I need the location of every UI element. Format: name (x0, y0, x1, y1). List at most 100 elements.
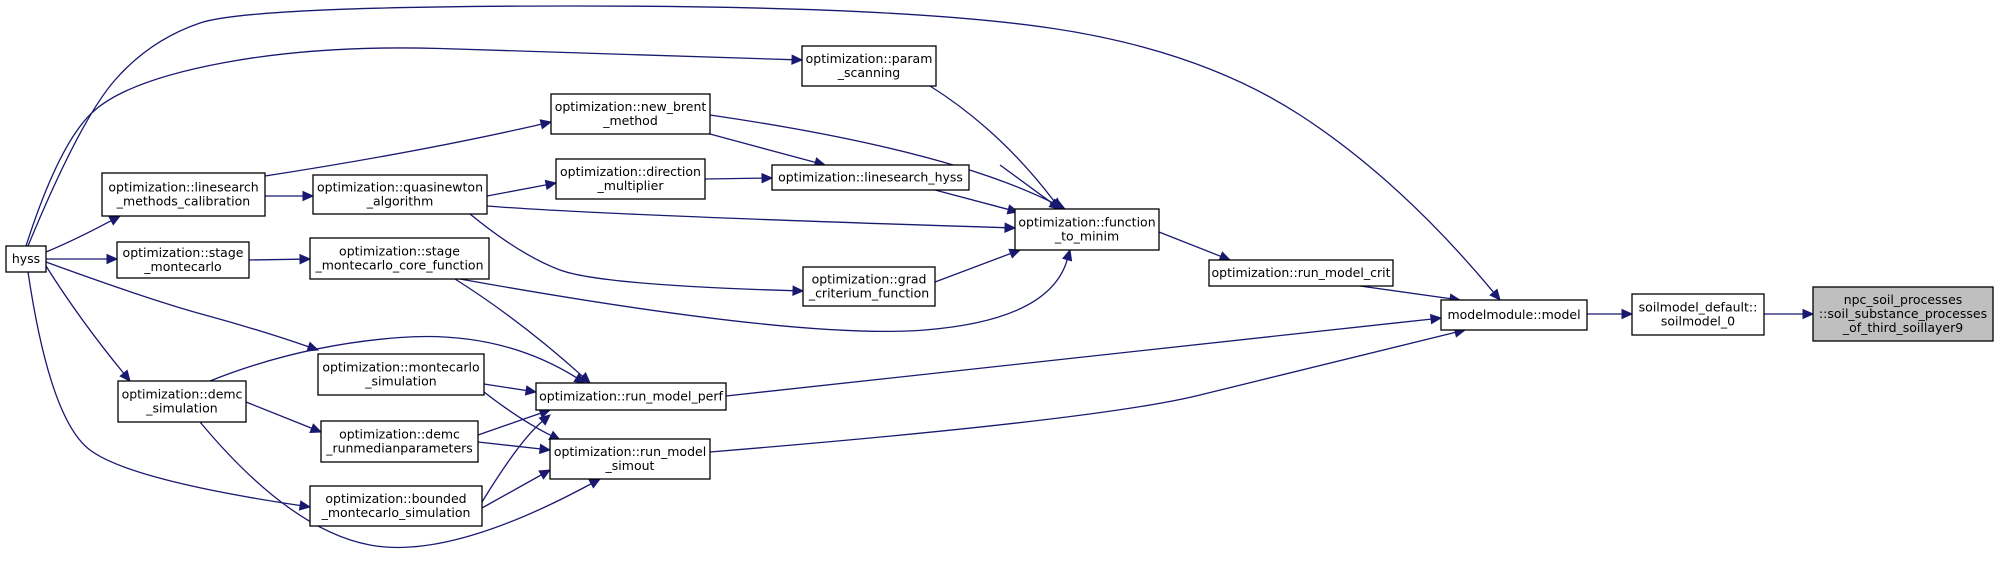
node-label: optimization::run_model_perf (539, 389, 723, 404)
node-label: optimization::run_model (554, 444, 706, 459)
call-edge (483, 391, 552, 437)
node-demc-runmedianparameters[interactable]: optimization::demc_runmedianparameters (320, 420, 479, 463)
node-hyss[interactable]: hyss (5, 245, 47, 273)
arrowhead-icon (302, 190, 315, 202)
node-new-brent-method[interactable]: optimization::new_brent_method (550, 93, 711, 135)
arrowhead-icon (1004, 222, 1017, 233)
node-label: _simulation (364, 374, 436, 389)
node-grad-criterium-function[interactable]: optimization::grad_criterium_function (802, 266, 936, 307)
node-label: optimization::montecarlo (322, 360, 479, 375)
call-edge (264, 123, 542, 177)
arrowhead-icon (1429, 313, 1443, 325)
node-label: _algorithm (366, 194, 434, 209)
edges-layer (25, 5, 1815, 549)
node-label: optimization::stage (339, 244, 460, 259)
call-edge (481, 420, 543, 503)
node-quasinewton-algorithm[interactable]: optimization::quasinewton_algorithm (312, 174, 488, 215)
node-box (771, 164, 970, 191)
call-edge (45, 220, 112, 253)
call-edge (709, 331, 1456, 453)
node-function-to-minim[interactable]: optimization::function_to_minim (1014, 208, 1160, 251)
node-label: soilmodel_0 (1661, 314, 1735, 329)
call-edge (27, 5, 1495, 293)
node-label: _runmedianparameters (325, 441, 473, 456)
node-label: optimization::linesearch (108, 180, 258, 195)
arrowhead-icon (1062, 248, 1073, 262)
node-label: optimization::linesearch_hyss (778, 170, 963, 185)
arrowhead-icon (119, 369, 131, 382)
arrowhead-icon (1489, 288, 1501, 301)
node-soil-substance-processes[interactable]: npc_soil_processes::soil_substance_proce… (1812, 286, 1994, 342)
call-edge (999, 164, 1053, 204)
call-edge (25, 47, 793, 247)
call-edge (27, 271, 301, 507)
node-label: _montecarlo (143, 259, 221, 274)
node-box (101, 172, 266, 217)
node-box (1208, 259, 1394, 287)
node-box (802, 266, 936, 307)
node-box (801, 45, 937, 87)
call-edge (248, 258, 301, 261)
node-demc-simulation[interactable]: optimization::demc_simulation (117, 380, 247, 423)
node-run-model-perf[interactable]: optimization::run_model_perf (535, 382, 727, 411)
node-box (116, 241, 250, 279)
node-label: optimization::stage (123, 245, 244, 260)
node-box (550, 93, 711, 135)
node-label: optimization::new_brent (555, 99, 707, 114)
node-label: _methods_calibration (116, 194, 250, 209)
call-edge (481, 474, 542, 509)
arrowhead-icon (573, 372, 587, 384)
node-linesearch-hyss[interactable]: optimization::linesearch_hyss (771, 164, 970, 191)
node-label: optimization::quasinewton (317, 180, 483, 195)
node-run-model-crit[interactable]: optimization::run_model_crit (1208, 259, 1394, 287)
node-label: _method (602, 113, 658, 128)
node-linesearch-methods-calibration[interactable]: optimization::linesearch_methods_calibra… (101, 172, 266, 217)
node-label: _montecarlo_core_function (314, 258, 483, 273)
node-box (555, 158, 706, 200)
node-box (320, 420, 479, 463)
arrowhead-icon (791, 54, 804, 65)
node-bounded-montecarlo-simulation[interactable]: optimization::bounded_montecarlo_simulat… (309, 485, 483, 527)
node-label: optimization::demc (339, 427, 460, 442)
node-label: _to_minim (1054, 229, 1119, 244)
arrowhead-icon (524, 385, 538, 396)
arrowhead-icon (1218, 251, 1232, 262)
node-stage-montecarlo-core-function[interactable]: optimization::stage_montecarlo_core_func… (309, 237, 490, 280)
node-box (535, 382, 727, 411)
node-label: npc_soil_processes (1844, 292, 1963, 307)
node-box (5, 245, 47, 273)
node-modelmodule-model[interactable]: modelmodule::model (1440, 299, 1588, 331)
node-param-scanning[interactable]: optimization::param_scanning (801, 45, 937, 87)
node-montecarlo-simulation[interactable]: optimization::montecarlo_simulation (317, 353, 485, 396)
node-label: _criterium_function (808, 286, 929, 301)
arrowhead-icon (538, 443, 552, 455)
call-edge (454, 278, 584, 377)
call-edge (209, 335, 577, 382)
arrowhead-icon (588, 478, 602, 489)
arrowhead-icon (761, 172, 774, 184)
node-box (117, 380, 247, 423)
node-label: ::soil_substance_processes (1819, 306, 1987, 321)
node-box (1014, 208, 1160, 251)
arrowhead-icon (309, 423, 323, 433)
arrowhead-icon (1802, 308, 1815, 320)
arrowhead-icon (538, 469, 552, 480)
node-label: _simout (605, 458, 655, 473)
call-edge (483, 383, 527, 392)
node-box (309, 237, 490, 280)
arrowhead-icon (538, 414, 551, 426)
nodes-layer: hyss optimization::linesearch_methods_cal… (5, 45, 1994, 527)
node-stage-montecarlo[interactable]: optimization::stage_montecarlo (116, 241, 250, 279)
call-edge (486, 184, 547, 197)
node-soilmodel-0[interactable]: soilmodel_default::soilmodel_0 (1631, 293, 1765, 336)
node-box (1631, 293, 1765, 336)
node-label: optimization::demc (122, 387, 243, 402)
node-direction-multiplier[interactable]: optimization::direction_multiplier (555, 158, 706, 200)
node-box (312, 174, 488, 215)
arrowhead-icon (544, 179, 558, 191)
node-box (549, 438, 711, 480)
call-edge (477, 441, 541, 450)
node-label: soilmodel_default:: (1639, 300, 1758, 315)
call-edge (477, 412, 541, 436)
node-run-model-simout[interactable]: optimization::run_model_simout (549, 438, 711, 480)
